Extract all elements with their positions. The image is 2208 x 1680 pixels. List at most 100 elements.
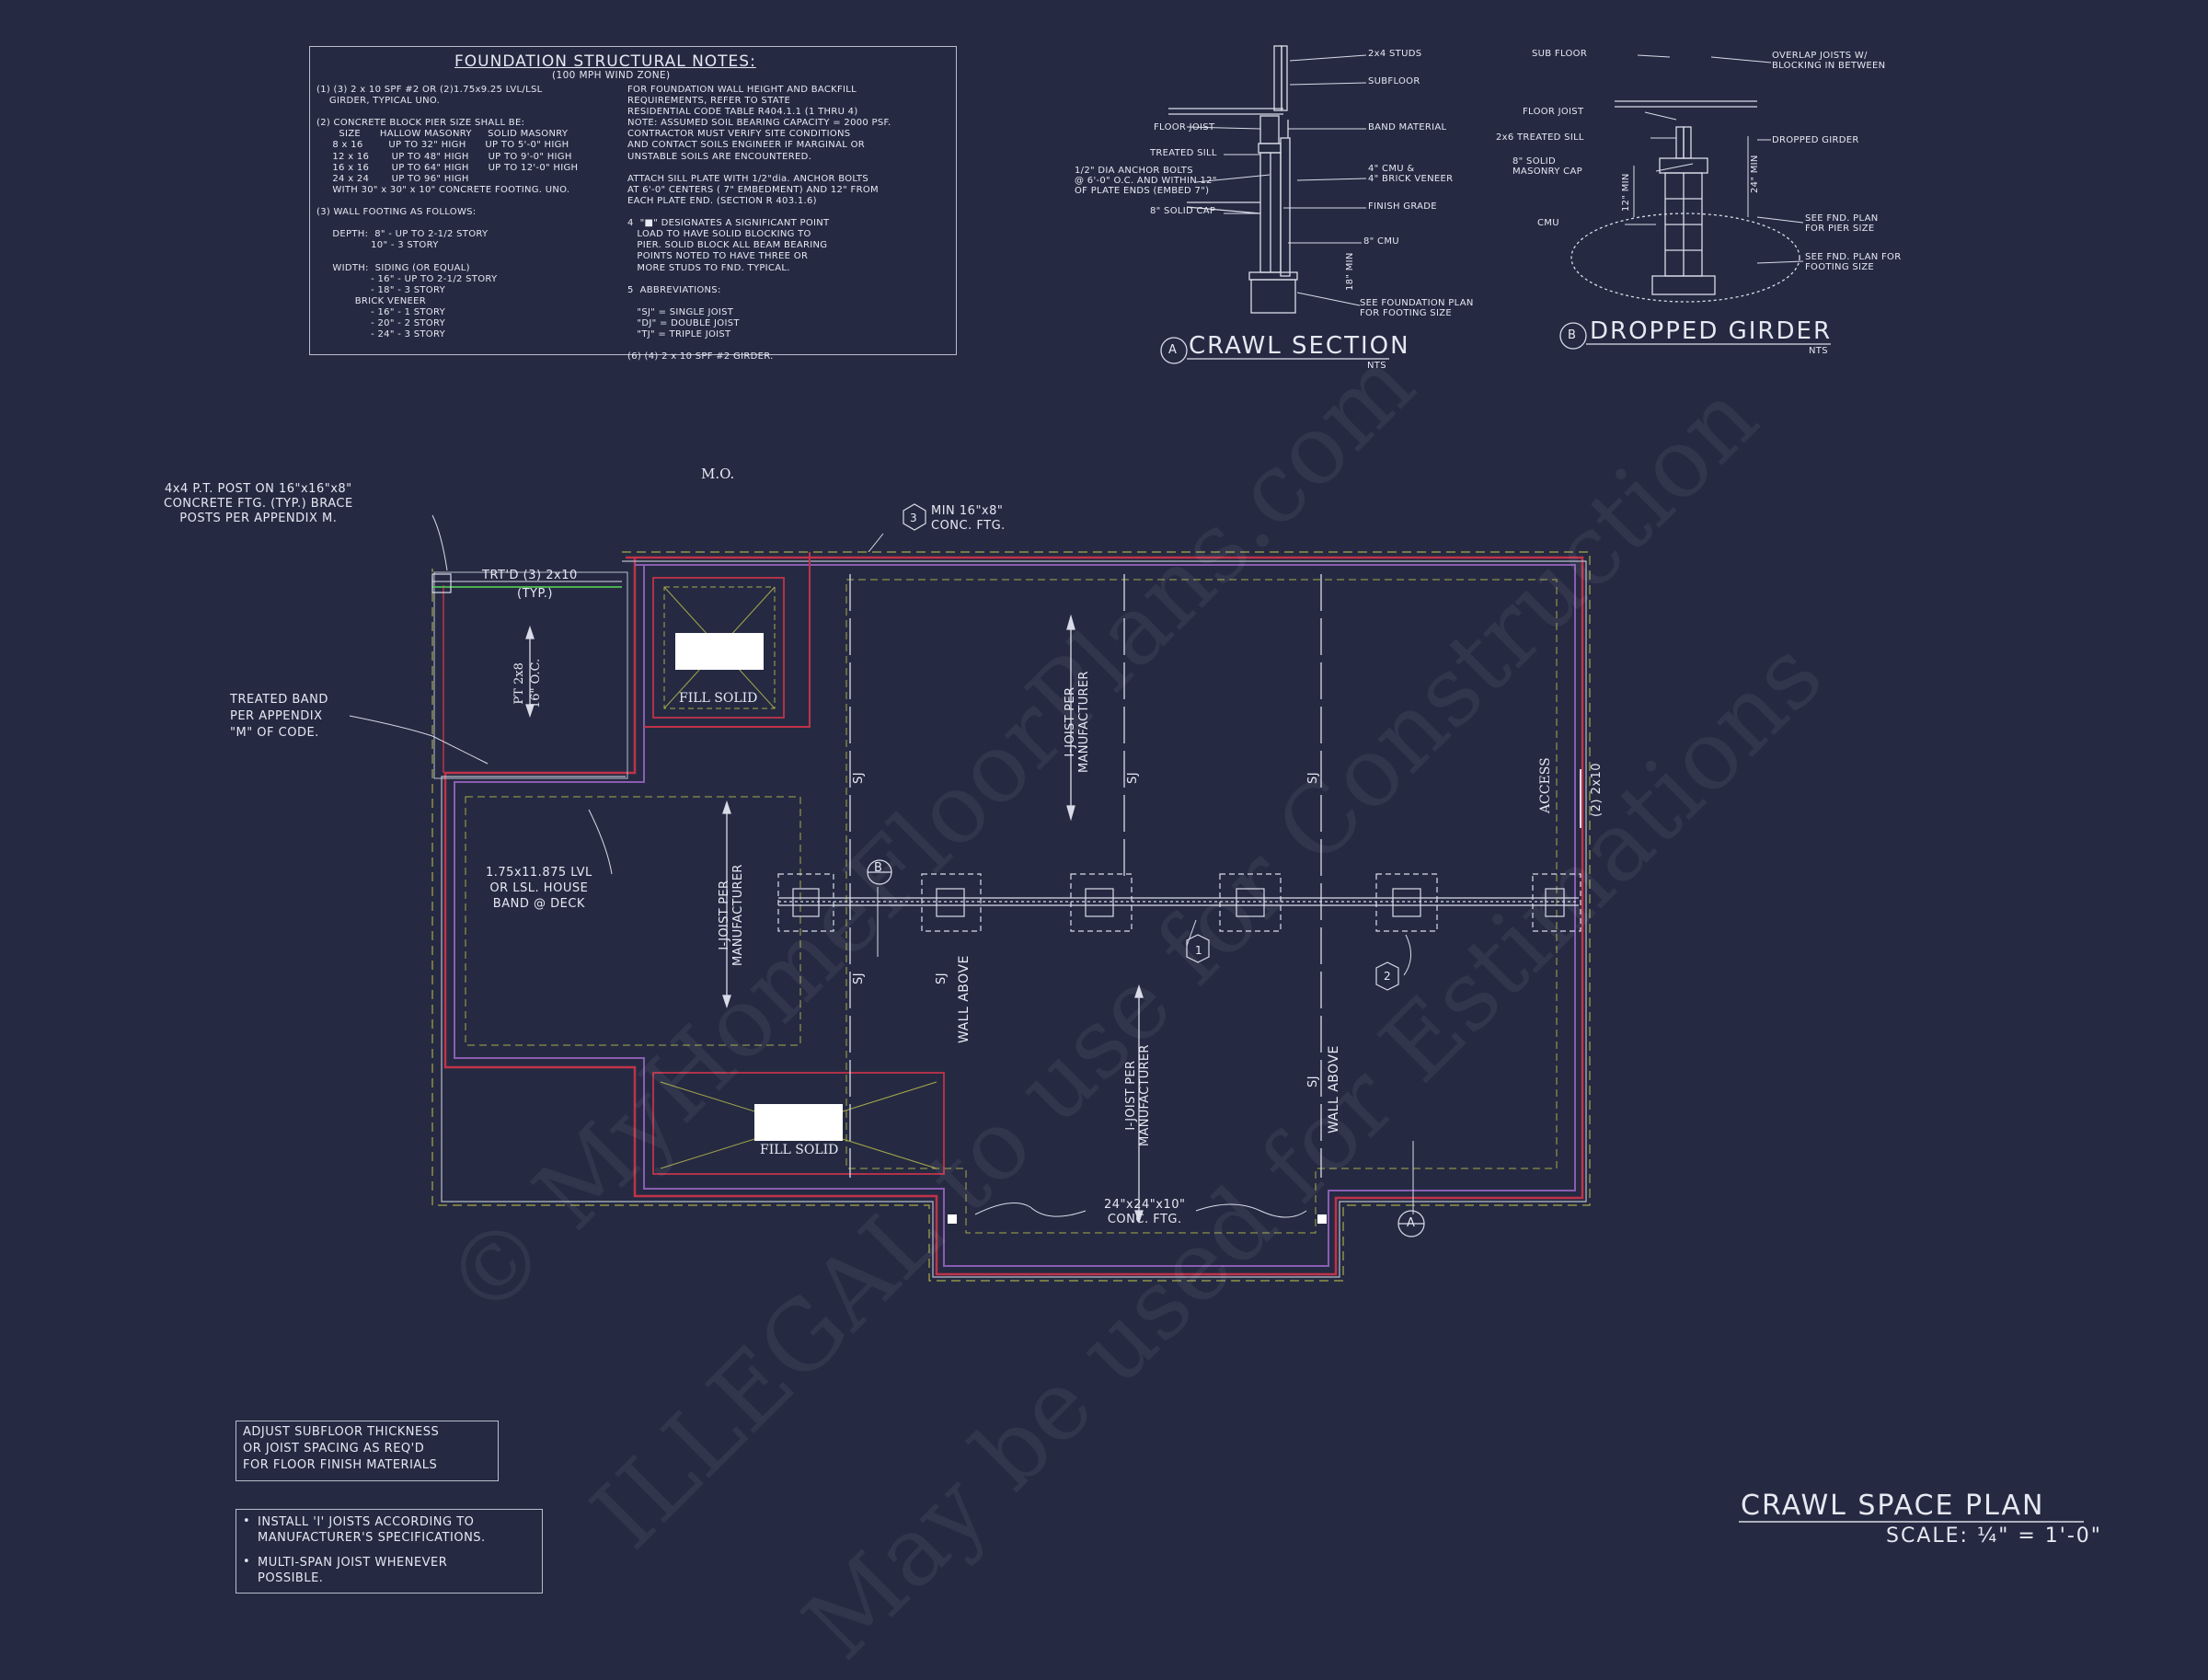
conc-ftg-note: 24"x24"x10" CONC. FTG. [1104,1198,1186,1226]
stoop-label-2: STOOP [780,1110,814,1120]
sj-label-4: SJ [852,972,866,984]
pt-label: PT 2x8 16" O.C. [512,658,543,708]
footing-note: MIN 16"x8" CONC. FTG. [931,504,1006,533]
notes-left-line: - 18" - 3 STORY [316,284,445,295]
notes-right-line: EACH PLATE END. (SECTION R 403.1.6) [627,195,817,206]
girder-label-solid-cap: 8" SOLID MASONRY CAP [1512,156,1582,177]
girder-label-pier: SEE FND. PLAN FOR PIER SIZE [1805,213,1879,234]
adjust-note: ADJUST SUBFLOOR THICKNESS OR JOIST SPACI… [243,1425,440,1472]
mo-label: M.O. [701,466,735,482]
crawl-section-nts: NTS [1367,361,1386,371]
notes-left-line: DEPTH: 8" - UP TO 2-1/2 STORY [316,229,489,240]
install-note-box [236,1509,543,1594]
girder-label-min24: 24" MIN [1750,155,1760,193]
install-note-1: INSTALL 'I' JOISTS ACCORDING TO MANUFACT… [258,1515,486,1545]
notes-left-line: 24 x 24 UP TO 96" HIGH [316,173,469,184]
notes-right-line: AND CONTACT SOILS ENGINEER IF MARGINAL O… [627,140,865,151]
notes-right-line: AT 6'-0" CENTERS ( 7" EMBEDMENT) AND 12"… [627,184,879,195]
notes-left-line: GIRDER, TYPICAL UNO. [316,96,441,107]
crawl-label-treated-sill: TREATED SILL [1150,148,1217,158]
notes-left-line: 16 x 16 UP TO 64" HIGH UP TO 12'-0" HIGH [316,162,579,173]
girder-label-dropped: DROPPED GIRDER [1772,135,1859,145]
notes-right-line: ATTACH SILL PLATE WITH 1/2"dia. ANCHOR B… [627,173,868,184]
notes-left-line: SIZE HALLOW MASONRY SOLID MASONRY [316,129,569,140]
notes-left-line: 12 x 16 UP TO 48" HIGH UP TO 9'-0" HIGH [316,151,572,162]
access-label: ACCESS [1538,757,1553,813]
notes-left-line: WIDTH: SIDING (OR EQUAL) [316,262,470,273]
stoop-label-2b: 4" CONC. SLAB [763,1122,830,1132]
notes-left-line: (1) (3) 2 x 10 SPF #2 OR (2)1.75x9.25 LV… [316,85,543,95]
crawl-label-cmu8: 8" CMU [1363,236,1399,247]
install-bullet-2: • [243,1555,251,1569]
notes-right-line: "TJ" = TRIPLE JOIST [627,329,731,340]
notes-right-line: UNSTABLE SOILS ARE ENCOUNTERED. [627,151,812,162]
crawl-label-studs: 2x4 STUDS [1368,49,1422,59]
sj-label-5: SJ [935,972,949,984]
girder-label-footing: SEE FND. PLAN FOR FOOTING SIZE [1805,252,1902,272]
notes-right-line: (6) (4) 2 x 10 SPF #2 GIRDER. [627,351,774,362]
sj-label-2: SJ [1126,771,1140,784]
sj-label-3: SJ [1306,771,1320,784]
footing-tag: 3 [910,512,918,524]
install-bullet-1: • [243,1514,251,1528]
notes-left-line: - 24" - 3 STORY [316,329,445,340]
notes-right-line: MORE STUDS TO FND. TYPICAL. [627,262,790,273]
notes-right-line: 4 "■" DESIGNATES A SIGNIFICANT POINT [627,218,830,229]
girder-tag-2: 2 [1384,970,1391,983]
ijoist-label-2: I-JOIST PER MANUFACTURER [718,864,745,966]
crawl-section-title: CRAWL SECTION [1189,332,1410,360]
crawl-label-footing: SEE FOUNDATION PLAN FOR FOOTING SIZE [1360,298,1474,318]
install-note-2: MULTI-SPAN JOIST WHENEVER POSSIBLE. [258,1556,448,1585]
notes-left-line: 10" - 3 STORY [316,240,439,251]
notes-title: FOUNDATION STRUCTURAL NOTES: [454,52,756,71]
notes-left-line: (3) WALL FOOTING AS FOLLOWS: [316,207,477,218]
details-drawing [1160,45,1831,364]
girder-title: DROPPED GIRDER [1590,317,1833,345]
notes-left-line: - 16" - UP TO 2-1/2 STORY [316,273,498,284]
notes-right-line: "DJ" = DOUBLE JOIST [627,317,740,328]
stoop-label-1b: 4" CONC. SLAB [684,653,751,662]
trtd-label: TRT'D (3) 2x10 [482,569,578,582]
notes-right-line: "SJ" = SINGLE JOIST [627,306,734,317]
fill-solid-1: FILL SOLID [679,691,758,706]
two-2x10-label: (2) 2x10 [1590,762,1604,817]
notes-left-line: WITH 30" x 30" x 10" CONCRETE FOOTING. U… [316,184,570,195]
notes-right-line: POINTS NOTED TO HAVE THREE OR [627,251,809,262]
notes-left-line: BRICK VENEER [316,295,427,306]
ijoist-label-3: I-JOIST PER MANUFACTURER [1124,1044,1152,1146]
crawl-label-finish-grade: FINISH GRADE [1368,201,1437,212]
ijoist-label-1: I-JOIST PER MANUFACTURER [1064,671,1091,773]
notes-right-line: 5 ABBREVIATIONS: [627,284,721,295]
foundation-notes-box [309,46,957,355]
crawl-label-min: 18" MIN [1345,252,1355,291]
sj-label-1: SJ [852,771,866,784]
plan-title-underline [1739,1521,2084,1523]
girder-label-min12: 12" MIN [1621,173,1631,212]
fill-solid-2: FILL SOLID [760,1143,839,1157]
girder-label-sub-floor: SUB FLOOR [1532,49,1588,59]
notes-left-line: - 16" - 1 STORY [316,306,445,317]
girder-tag-1: 1 [1195,944,1202,957]
crawl-label-solid-cap: 8" SOLID CAP [1150,206,1216,216]
wall-above-2: WALL ABOVE [1327,1045,1341,1133]
section-b-marker: B [874,861,883,875]
girder-nts: NTS [1809,346,1828,356]
notes-right-line: FOR FOUNDATION WALL HEIGHT AND BACKFILL [627,85,857,95]
crawl-section-letter: A [1168,343,1178,357]
girder-letter: B [1568,328,1577,342]
girder-label-floor-joist: FLOOR JOIST [1523,107,1584,117]
notes-left-line: - 20" - 2 STORY [316,317,445,328]
notes-right-line: LOAD TO HAVE SOLID BLOCKING TO [627,229,811,240]
girder-label-cmu: CMU [1537,218,1559,228]
crawl-label-cmu: 4" CMU & 4" BRICK VENEER [1368,164,1454,184]
wall-above-1: WALL ABOVE [957,955,972,1043]
notes-right-line: REQUIREMENTS, REFER TO STATE [627,96,791,107]
notes-right-line: PIER. SOLID BLOCK ALL BEAM BEARING [627,240,828,251]
notes-left-line: (2) CONCRETE BLOCK PIER SIZE SHALL BE: [316,118,525,129]
crawl-label-band: BAND MATERIAL [1368,122,1447,132]
notes-subtitle: (100 MPH WIND ZONE) [552,70,671,81]
plan-scale: SCALE: ¼" = 1'-0" [1886,1525,2102,1548]
sj-label-6: SJ [1306,1075,1320,1087]
